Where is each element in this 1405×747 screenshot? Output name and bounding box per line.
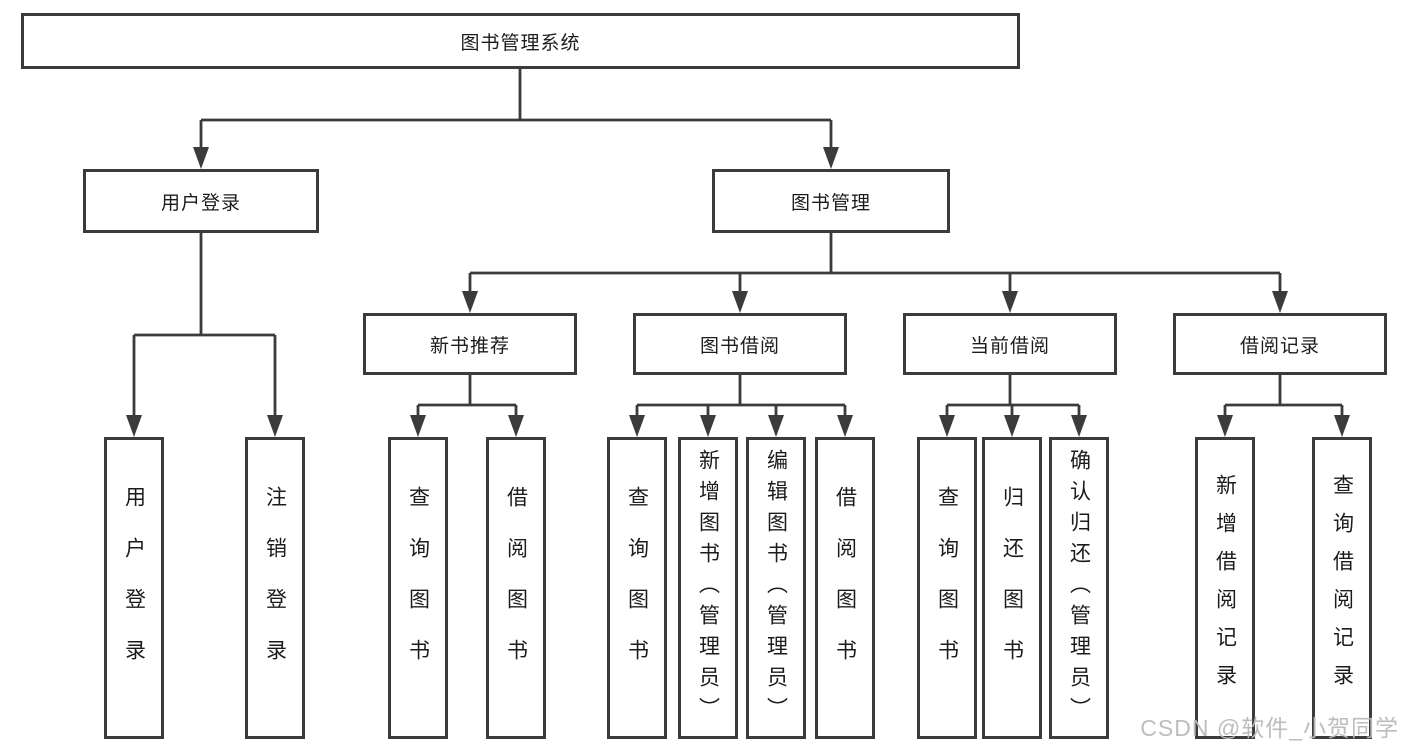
leaf-query-borrow-record: 查询借阅记录	[1312, 437, 1372, 739]
node-new-book-recommend: 新书推荐	[363, 313, 577, 375]
leaf-borrow-books-recommend: 借阅图书	[486, 437, 546, 739]
node-current-borrow: 当前借阅	[903, 313, 1117, 375]
leaf-user-login: 用户登录	[104, 437, 164, 739]
node-book-management: 图书管理	[712, 169, 950, 233]
leaf-logout: 注销登录	[245, 437, 305, 739]
leaf-confirm-return-admin: 确认归还（管理员）	[1049, 437, 1109, 739]
leaf-add-books-admin: 新增图书（管理员）	[678, 437, 738, 739]
connector-lines	[132, 69, 1344, 420]
leaf-query-books-current: 查询图书	[917, 437, 977, 739]
node-borrow-records: 借阅记录	[1173, 313, 1387, 375]
node-user-login: 用户登录	[83, 169, 319, 233]
arrowheads	[126, 147, 1350, 437]
leaf-edit-books-admin: 编辑图书（管理员）	[746, 437, 806, 739]
node-root-system: 图书管理系统	[21, 13, 1020, 69]
watermark: CSDN @软件_小贺同学	[1140, 715, 1399, 741]
leaf-add-borrow-record: 新增借阅记录	[1195, 437, 1255, 739]
leaf-borrow-books: 借阅图书	[815, 437, 875, 739]
leaf-return-books: 归还图书	[982, 437, 1042, 739]
node-book-borrow: 图书借阅	[633, 313, 847, 375]
leaf-query-books-recommend: 查询图书	[388, 437, 448, 739]
leaf-query-books-borrow: 查询图书	[607, 437, 667, 739]
